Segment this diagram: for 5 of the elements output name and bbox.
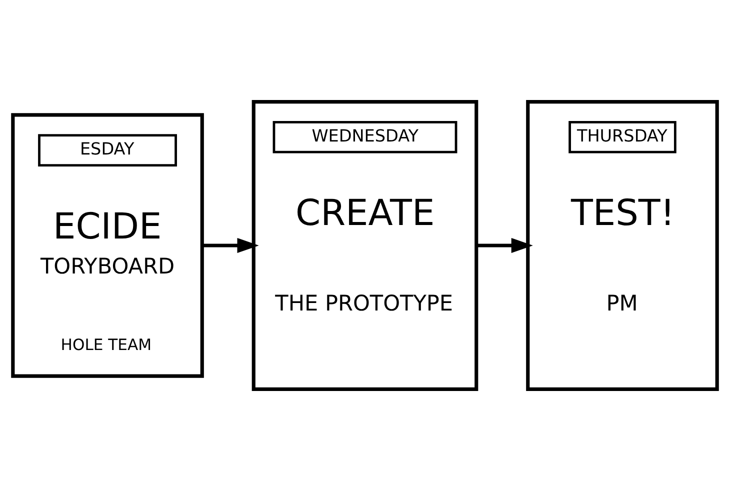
node-box: ESDAY ECIDE TORYBOARD HOLE TEAM [11, 112, 204, 378]
node-box: THURSDAY TEST! PM [526, 100, 719, 390]
arrow [202, 237, 259, 253]
arrow [476, 237, 533, 253]
node-box: WEDNESDAY CREATE THE PROTOTYPE [252, 100, 478, 390]
